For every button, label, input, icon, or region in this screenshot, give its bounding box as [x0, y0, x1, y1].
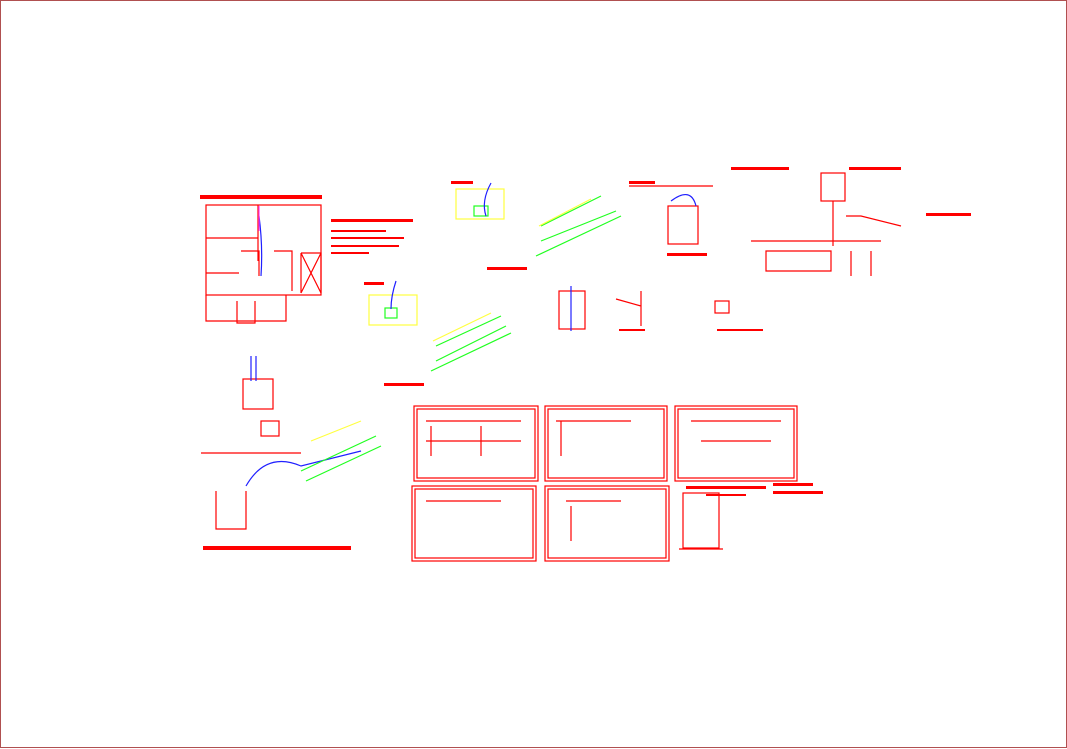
wall-detail-2	[364, 280, 418, 326]
wall-detail-1	[451, 181, 505, 220]
detail-row	[558, 286, 763, 331]
riser-assembly	[201, 356, 382, 550]
sheet-thumbnails	[411, 405, 823, 562]
cable-tray-icon	[384, 195, 622, 386]
floor-plan	[200, 195, 413, 324]
junction-box-icon	[731, 167, 971, 276]
earth-pit-icon	[629, 181, 713, 256]
